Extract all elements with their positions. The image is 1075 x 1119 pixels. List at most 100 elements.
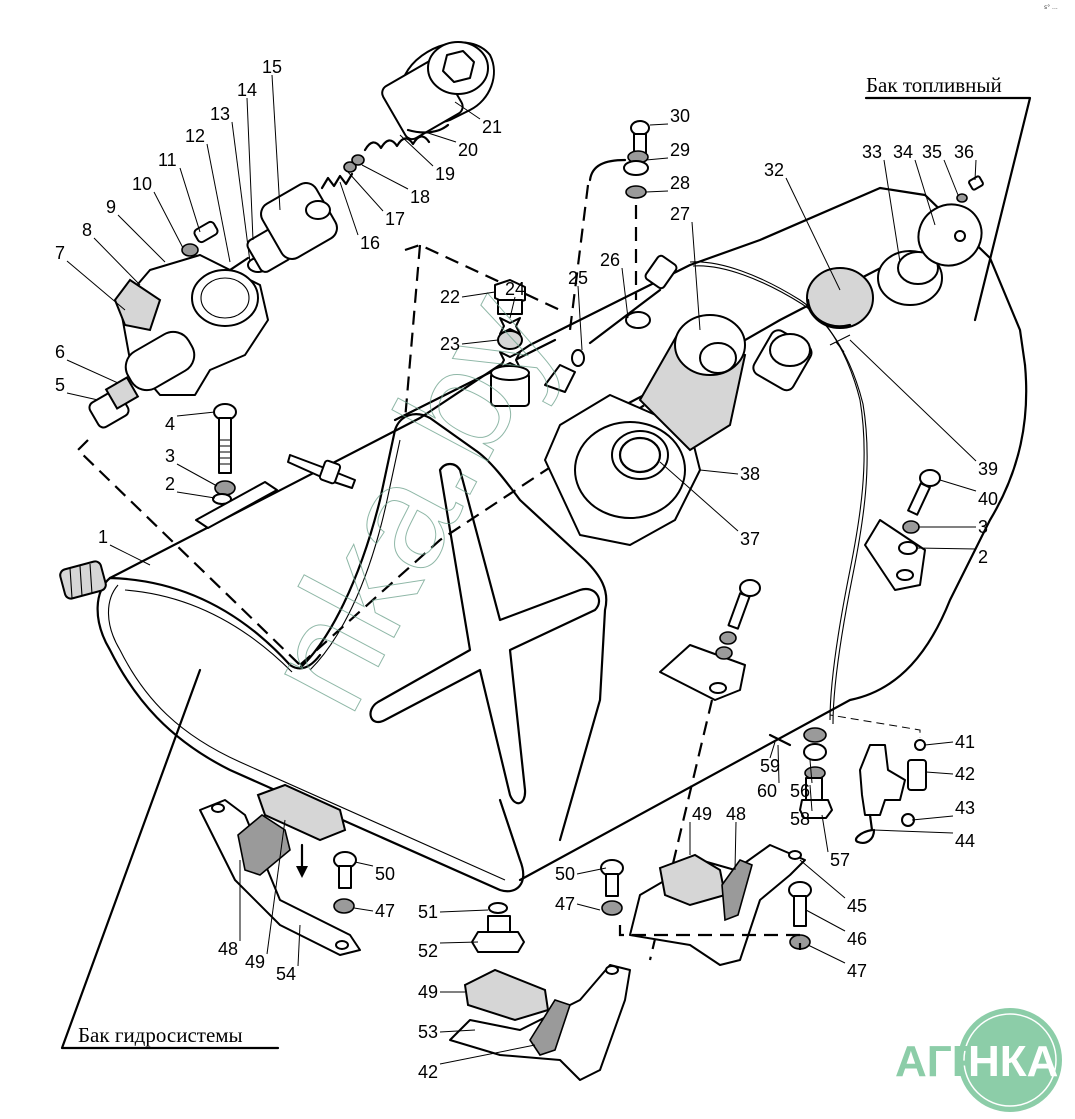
callout-number: 47 — [375, 901, 395, 921]
callout-leader-line — [621, 267, 629, 319]
spring-19 — [363, 135, 431, 152]
callout-number: 53 — [418, 1022, 438, 1042]
fuel-filler-assembly — [544, 175, 984, 546]
callout-leader-line — [649, 123, 669, 126]
callout-number: 49 — [418, 982, 438, 1002]
tank-top-edge — [108, 186, 1027, 580]
bracket-hole — [709, 682, 727, 694]
callout-leader-line — [769, 741, 776, 759]
callout-number: 36 — [954, 142, 974, 162]
callout-14: 14 — [237, 80, 257, 241]
callout-number: 51 — [418, 902, 438, 922]
callout-29: 29 — [645, 140, 690, 161]
callout-leader-line — [266, 819, 286, 955]
arrow-down-icon — [296, 866, 308, 878]
callout-leader-line — [347, 171, 384, 212]
pad-49b — [658, 853, 727, 907]
callout-number: 15 — [262, 57, 282, 77]
callout-8: 8 — [82, 220, 141, 286]
washer-2b — [898, 541, 918, 555]
callout-47: 47 — [807, 944, 867, 981]
caption-hydraulic-tank: Бак гидросистемы — [60, 668, 280, 1050]
callout-number: 59 — [760, 756, 780, 776]
washer-10 — [181, 243, 199, 257]
callout-leader-line — [117, 214, 166, 263]
callout-number: 41 — [955, 732, 975, 752]
callout-1: 1 — [98, 527, 151, 566]
callout-number: 50 — [555, 864, 575, 884]
fuel-tank-right-side — [518, 363, 1028, 882]
callout-leader-line — [924, 741, 954, 746]
callout-leader-line — [914, 159, 936, 226]
callout-leader-line — [809, 784, 813, 812]
callout-leader-line — [691, 221, 701, 331]
callout-number: 30 — [670, 106, 690, 126]
drain-pipe-59 — [768, 733, 792, 747]
callout-9: 9 — [106, 197, 166, 263]
callout-60: 60 — [757, 744, 780, 801]
callout-48: 48 — [726, 804, 746, 871]
callout-number: 2 — [978, 547, 988, 567]
callout-number: 12 — [185, 126, 205, 146]
callout-34: 34 — [893, 142, 936, 226]
callout-2: 2 — [915, 547, 988, 567]
callout-number: 42 — [955, 764, 975, 784]
callout-leader-line — [461, 291, 496, 298]
washer-47b — [601, 900, 623, 916]
plug-22 — [494, 279, 526, 306]
callout-number: 6 — [55, 342, 65, 362]
callout-38: 38 — [699, 464, 760, 484]
callout-number: 3 — [978, 517, 988, 537]
callout-number: 1 — [98, 527, 108, 547]
callout-leader-line — [206, 143, 231, 263]
callout-number: 37 — [740, 529, 760, 549]
callout-leader-line — [974, 159, 977, 181]
caption-fuel-tank-leader — [864, 96, 1032, 322]
callout-50: 50 — [354, 861, 395, 884]
callout-leader-line — [734, 821, 737, 871]
callout-17: 17 — [347, 171, 405, 229]
callout-number: 28 — [670, 173, 690, 193]
stud-12 — [228, 256, 250, 272]
callout-number: 33 — [862, 142, 882, 162]
dipstick-rod — [588, 288, 662, 345]
callout-leader-line — [939, 479, 977, 492]
logo-circle-text: НКА — [968, 1037, 1058, 1086]
callout-33: 33 — [862, 142, 901, 263]
pad-42b — [529, 999, 572, 1056]
callout-number: 29 — [670, 140, 690, 160]
callout-leader-line — [645, 190, 669, 193]
housing-outlet — [124, 330, 196, 392]
callout-7: 7 — [55, 243, 126, 311]
hydraulic-tank-rim-2 — [124, 589, 293, 673]
callout-number: 3 — [165, 446, 175, 466]
callout-leader-line — [785, 177, 841, 291]
callout-leader-line — [66, 392, 99, 401]
callout-47: 47 — [353, 901, 395, 921]
callout-25: 25 — [568, 268, 588, 351]
callout-number: 21 — [482, 117, 502, 137]
callout-number: 58 — [790, 809, 810, 829]
washer-47a — [333, 898, 355, 914]
caption-hydraulic-tank-leader — [60, 668, 280, 1050]
callout-number: 34 — [893, 142, 913, 162]
callout-44: 44 — [873, 829, 975, 851]
callout-leader-line — [439, 909, 489, 913]
callout-46: 46 — [805, 909, 867, 949]
dipstick-cap — [644, 254, 678, 290]
washer-28 — [625, 185, 647, 199]
callout-leader-line — [297, 924, 301, 967]
tap-body — [859, 744, 906, 816]
callout-5: 5 — [55, 375, 99, 401]
callout-leader-line — [659, 461, 739, 532]
callout-number: 16 — [360, 233, 380, 253]
callout-leader-line — [576, 867, 607, 875]
callout-leader-line — [699, 469, 739, 475]
ring-51 — [488, 902, 508, 914]
callout-leader-line — [231, 121, 251, 263]
callout-58: 58 — [790, 784, 813, 829]
bolt-40 — [907, 482, 931, 516]
callout-number: 49 — [245, 952, 265, 972]
washer-2 — [212, 493, 232, 505]
